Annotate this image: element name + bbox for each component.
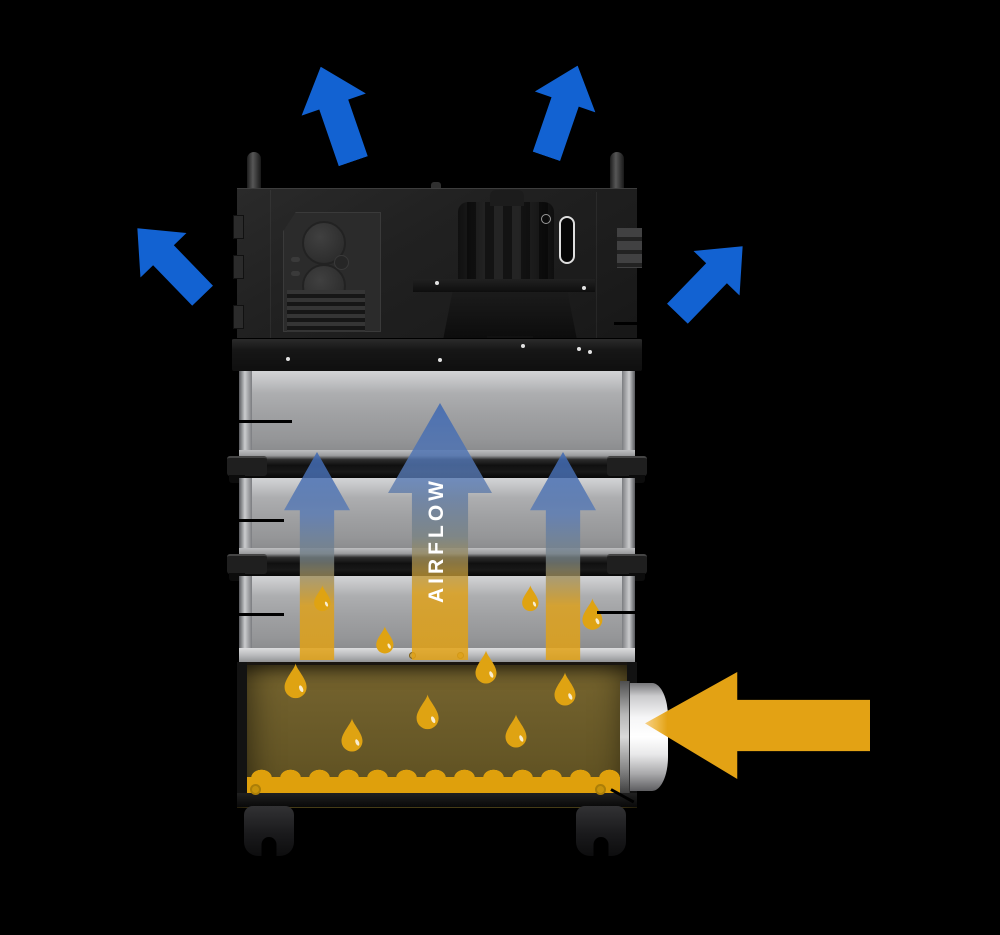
hinge-tab — [233, 305, 244, 329]
screw-icon — [582, 286, 586, 290]
screw-icon — [577, 347, 581, 351]
callout-line — [597, 611, 638, 614]
oil-droplet-icon — [521, 585, 540, 612]
side-bracket — [617, 228, 642, 268]
screw-icon — [435, 281, 439, 285]
hinge-tab — [233, 215, 244, 239]
filter-clamp-latch — [227, 554, 267, 581]
vent-slot — [559, 216, 575, 264]
filter-clamp-latch — [607, 554, 647, 581]
oil-droplet-icon — [474, 650, 498, 684]
filter-clamp-latch — [227, 456, 267, 483]
oil-droplet-icon — [581, 598, 604, 630]
terminal — [291, 257, 300, 262]
callout-line — [237, 519, 284, 522]
sump-edge — [237, 662, 247, 805]
terminal — [291, 271, 300, 276]
screw-icon — [521, 344, 525, 348]
air-inlet-duct — [620, 681, 668, 793]
sump-base — [237, 793, 637, 807]
drain-bolt-icon — [595, 784, 606, 795]
screw-ring-icon — [541, 214, 551, 224]
oil-droplet-icon — [340, 718, 364, 752]
oil-droplet-icon — [313, 585, 332, 612]
oil-droplet-icon — [283, 663, 308, 699]
callout-line — [610, 788, 635, 804]
caster-leg-right — [576, 806, 626, 856]
motor-cap — [490, 190, 524, 206]
collected-oil-pool — [247, 766, 627, 794]
caster-leg-left — [244, 806, 294, 856]
screw-icon — [438, 358, 442, 362]
head-bottom-rail — [232, 338, 642, 371]
drain-bolt-icon — [250, 784, 261, 795]
blower-volute — [443, 292, 577, 340]
screw-icon — [588, 350, 592, 354]
callout-line — [237, 613, 284, 616]
small-capacitor — [334, 255, 349, 270]
oil-droplet-icon — [504, 714, 528, 748]
lifting-handle-right — [610, 152, 624, 196]
filter-clamp-latch — [607, 456, 647, 483]
callout-line — [614, 322, 640, 325]
panel-seam — [596, 192, 597, 338]
oil-droplet-icon — [415, 694, 440, 730]
oil-droplet-icon — [375, 626, 395, 654]
oil-droplet-icon — [553, 672, 577, 706]
heatsink — [287, 290, 365, 332]
callout-line — [237, 420, 292, 423]
lifting-handle-left — [247, 152, 261, 196]
panel-seam — [270, 190, 271, 338]
hinge-tab — [233, 255, 244, 279]
blower-mount-plate — [413, 279, 595, 292]
screw-icon — [286, 357, 290, 361]
